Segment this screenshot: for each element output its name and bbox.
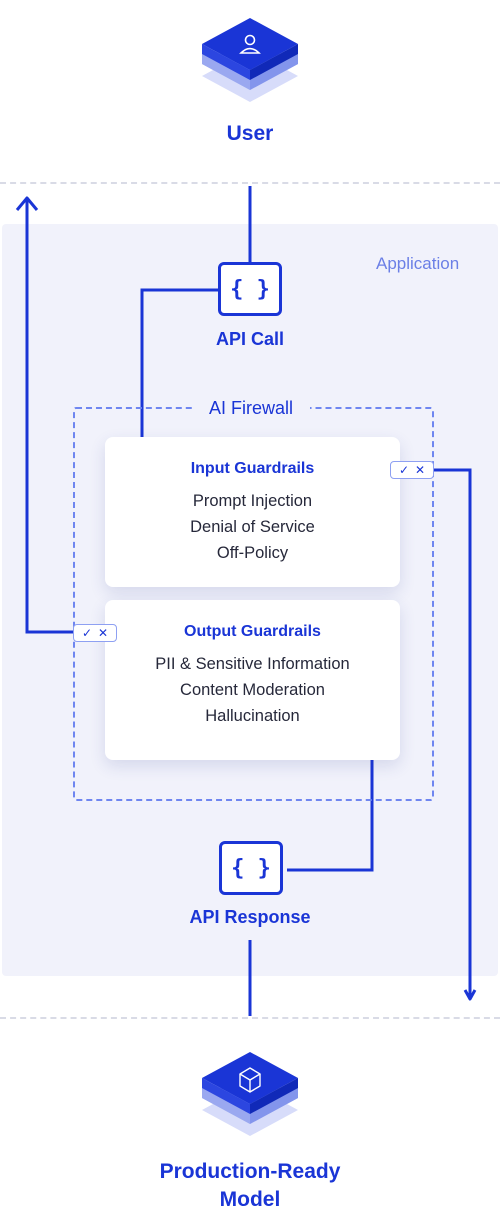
model-label-line2: Model xyxy=(219,1188,281,1211)
cross-icon: ✕ xyxy=(98,626,109,640)
ai-firewall-title: AI Firewall xyxy=(192,394,310,422)
output-guardrails-list: PII & Sensitive Information Content Mode… xyxy=(105,651,400,729)
check-icon: ✓ xyxy=(81,626,92,640)
input-guardrails-list: Prompt Injection Denial of Service Off-P… xyxy=(105,488,400,566)
api-response-label: API Response xyxy=(189,907,311,927)
list-item: PII & Sensitive Information xyxy=(155,655,350,673)
list-item: Denial of Service xyxy=(190,518,315,536)
application-label: Application xyxy=(376,254,460,273)
api-call-label: API Call xyxy=(215,329,285,349)
model-label: Production-Ready Model xyxy=(100,1158,400,1214)
model-label-line1: Production-Ready xyxy=(159,1160,341,1183)
list-item: Off-Policy xyxy=(216,544,289,562)
output-decision-badge: ✓ ✕ xyxy=(73,624,117,642)
list-item: Prompt Injection xyxy=(192,492,313,510)
check-icon: ✓ xyxy=(398,463,409,477)
bottom-divider xyxy=(0,1017,500,1019)
cross-icon: ✕ xyxy=(415,463,426,477)
list-item: Content Moderation xyxy=(180,681,325,699)
api-call-icon: { } xyxy=(218,262,282,316)
input-guardrails-title: Input Guardrails xyxy=(190,460,315,477)
input-decision-badge: ✓ ✕ xyxy=(390,461,434,479)
output-guardrails-title: Output Guardrails xyxy=(184,623,321,640)
input-guardrails-card: Input Guardrails Prompt Injection Denial… xyxy=(105,437,400,587)
output-guardrails-card: Output Guardrails PII & Sensitive Inform… xyxy=(105,600,400,760)
api-response-icon: { } xyxy=(219,841,283,895)
list-item: Hallucination xyxy=(205,707,300,725)
cube-icon xyxy=(239,1067,261,1093)
top-divider xyxy=(0,182,500,184)
user-label: User xyxy=(226,122,274,145)
user-icon xyxy=(239,34,261,54)
